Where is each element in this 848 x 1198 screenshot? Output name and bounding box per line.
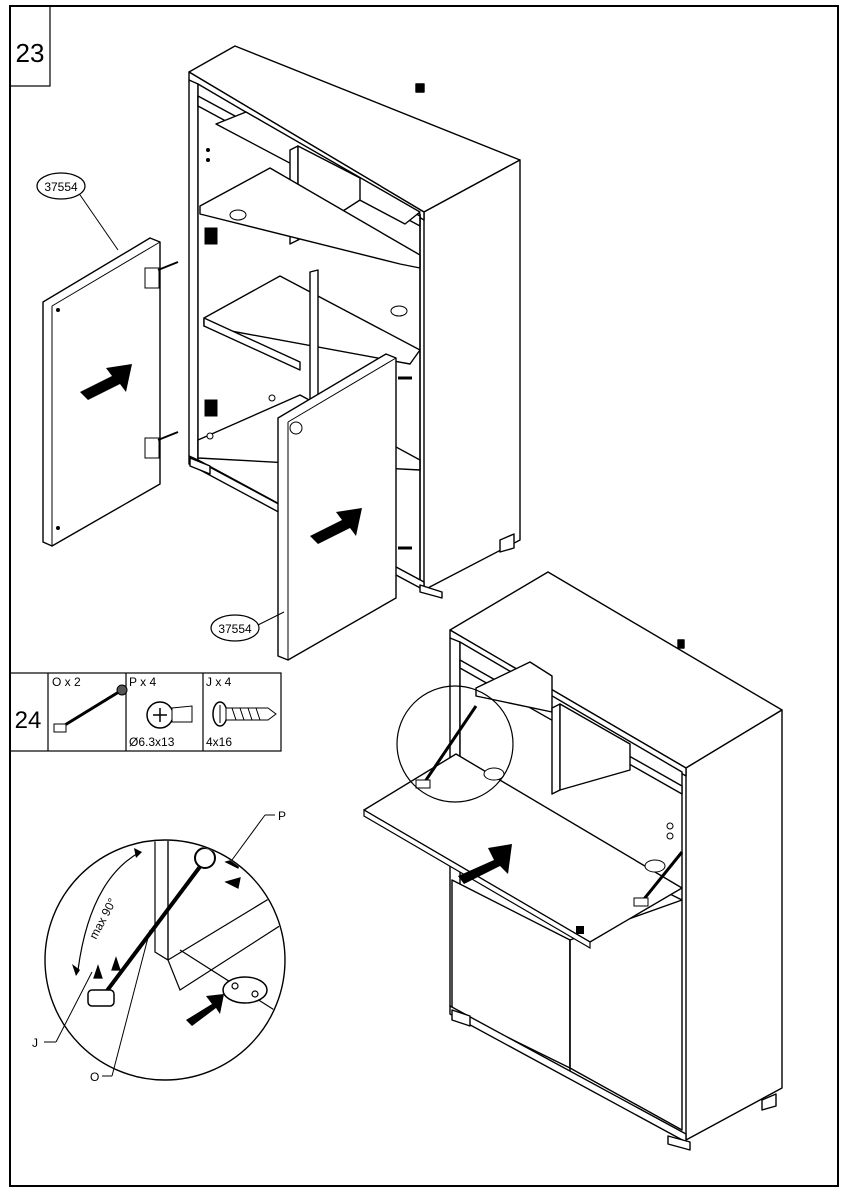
label-o: O	[90, 1070, 99, 1084]
arrow-icon	[186, 994, 224, 1026]
door-left-code: 37554	[44, 180, 78, 194]
step-23-number: 23	[16, 38, 45, 68]
hinge-plates	[204, 148, 412, 550]
low-cabinet	[449, 571, 783, 1151]
arrow-icon	[458, 844, 512, 884]
part-label-bubble	[36, 172, 86, 200]
step-24: 24 O x 2 P x 4 Ø6.3x13 J x 4 4x16	[9, 672, 282, 752]
step-24-number: 24	[15, 707, 42, 734]
cabinet-side	[423, 159, 521, 591]
screw-j-icon	[212, 701, 277, 727]
hardware-p-qty: P x 4	[129, 675, 156, 689]
page-frame	[9, 5, 839, 1187]
door-right: 37554	[210, 353, 397, 661]
detail-callout-circle	[396, 685, 514, 803]
step-23-box	[9, 5, 51, 87]
arrow-icon	[80, 364, 132, 400]
flap-panel	[363, 685, 684, 950]
stay-arm-icon	[53, 684, 128, 733]
door-right-code: 37554	[218, 622, 252, 636]
hardware-o-qty: O x 2	[52, 675, 81, 689]
hardware-j-size: 4x16	[206, 735, 232, 749]
label-j: J	[32, 1036, 38, 1050]
hardware-p-size: Ø6.3x13	[129, 735, 175, 749]
label-p: P	[278, 809, 286, 823]
hardware-table	[9, 672, 282, 752]
part-label-bubble	[210, 614, 260, 642]
arrow-icon	[310, 508, 362, 544]
hardware-j-qty: J x 4	[206, 675, 232, 689]
detail-view: max 90° P J O	[32, 809, 286, 1084]
screw-p-icon	[146, 701, 193, 729]
step-23: 23	[9, 5, 51, 87]
door-left: 37554	[36, 172, 179, 547]
